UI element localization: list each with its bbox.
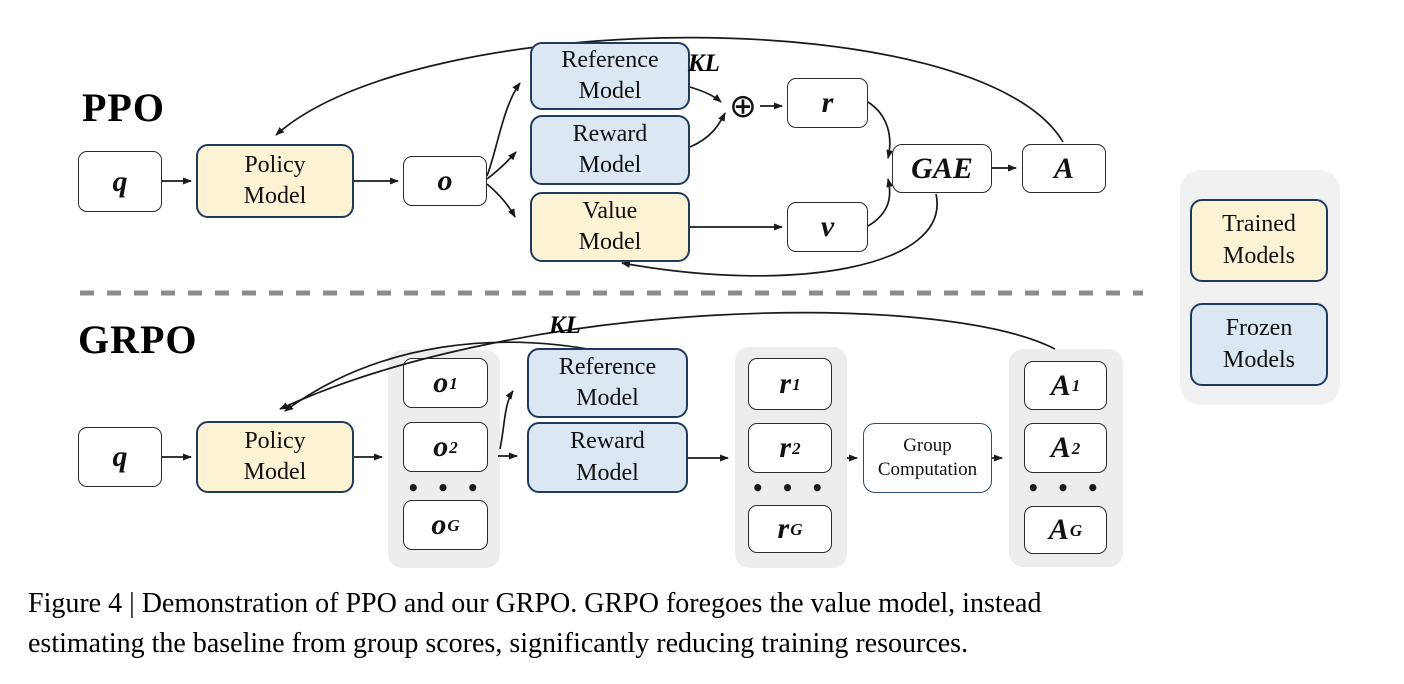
grpo-policy-model-box: Policy Model: [196, 421, 354, 493]
ppo-policy-model-box: Policy Model: [196, 144, 354, 218]
figure-caption-line-2: estimating the baseline from group score…: [28, 628, 969, 659]
legend-trained-models-label: Trained Models: [1222, 211, 1296, 269]
grpo-output-g-base: o: [431, 508, 447, 541]
ppo-reference-model-label: Reference Model: [561, 46, 659, 104]
legend-trained-models-box: Trained Models: [1190, 199, 1328, 282]
grpo-reward-g-base: r: [777, 512, 790, 545]
grpo-reward-model-label: Reward Model: [570, 428, 645, 486]
grpo-output-2-sub: 2: [449, 437, 458, 457]
legend-frozen-models-label: Frozen Models: [1223, 315, 1295, 373]
legend-frozen-models-box: Frozen Models: [1190, 303, 1328, 386]
arrow-ppo-reward-to-oplus: [689, 112, 726, 148]
arrow-ppo-o-to-reward: [486, 151, 517, 180]
ppo-reference-model-box: Reference Model: [530, 42, 690, 110]
grpo-q-node: q: [78, 427, 162, 487]
grpo-reward-1-base: r: [779, 367, 792, 400]
ppo-v-node: v: [787, 202, 868, 252]
grpo-group-computation-label: Group Computation: [877, 435, 978, 480]
arrow-ppo-r-to-gae: [867, 101, 894, 159]
grpo-advantage-1-sub: 1: [1071, 376, 1081, 395]
ppo-gae-node: GAE: [892, 144, 992, 193]
ppo-q-node: q: [78, 151, 162, 212]
ppo-reward-model-label: Reward Model: [572, 120, 648, 178]
ppo-policy-model-label: Policy Model: [243, 151, 307, 209]
ppo-advantage-node: A: [1022, 144, 1106, 193]
grpo-kl-label: KL: [549, 312, 581, 339]
ppo-value-model-box: Value Model: [530, 192, 690, 262]
arrow-ppo-o-to-value: [486, 183, 516, 218]
ppo-q-label: q: [112, 164, 128, 198]
grpo-q-label: q: [112, 440, 128, 473]
ppo-r-node: r: [787, 78, 868, 128]
grpo-reward-ellipsis: • • •: [751, 476, 829, 500]
arrow-ppo-v-to-gae: [867, 178, 894, 227]
grpo-section-label: GRPO: [78, 317, 198, 362]
grpo-advantage-2-sub: 2: [1071, 438, 1081, 458]
grpo-output-2-base: o: [433, 430, 449, 463]
grpo-output-ellipsis: • • •: [406, 476, 485, 500]
grpo-reference-model-box: Reference Model: [527, 348, 688, 418]
grpo-advantage-2-base: A: [1050, 431, 1071, 464]
ppo-reward-model-box: Reward Model: [530, 115, 690, 185]
ppo-section-label: PPO: [82, 85, 165, 130]
ppo-o-node: o: [403, 156, 487, 206]
ppo-value-model-label: Value Model: [578, 197, 642, 255]
ppo-r-label: r: [821, 86, 834, 119]
grpo-reference-model-label: Reference Model: [558, 353, 657, 411]
grpo-reward-2-sub: 2: [792, 438, 801, 458]
grpo-reward-2-base: r: [779, 431, 792, 464]
grpo-reward-model-box: Reward Model: [527, 422, 688, 493]
arrow-ppo-o-to-reference: [486, 82, 521, 177]
grpo-reward-g-sub: G: [790, 519, 803, 539]
oplus-symbol: ⊕: [729, 86, 757, 125]
legend-panel: Trained Models Frozen Models: [1180, 170, 1340, 405]
grpo-group-computation-box: Group Computation: [863, 423, 992, 493]
ppo-o-label: o: [437, 164, 453, 197]
grpo-output-1-sub: 1: [449, 373, 458, 393]
grpo-reward-1-sub: 1: [792, 374, 801, 394]
ppo-gae-label: GAE: [911, 151, 973, 185]
grpo-output-g-sub: G: [447, 515, 460, 535]
grpo-policy-model-label: Policy Model: [243, 427, 307, 485]
grpo-advantage-ellipsis: • • •: [1026, 476, 1105, 500]
grpo-advantage-1-base: A: [1050, 368, 1071, 402]
ppo-advantage-label: A: [1053, 151, 1074, 185]
ppo-kl-label: KL: [688, 50, 720, 77]
figure-caption-line-1: Figure 4 | Demonstration of PPO and our …: [28, 588, 1042, 619]
ppo-v-label: v: [820, 210, 835, 243]
grpo-advantage-g-sub: G: [1069, 520, 1083, 540]
grpo-output-1-base: o: [433, 366, 449, 399]
arrow-grpo-outputs-to-reference: [499, 390, 514, 450]
grpo-advantage-g-base: A: [1048, 513, 1069, 546]
arrow-ppo-reference-to-oplus: [689, 86, 722, 103]
